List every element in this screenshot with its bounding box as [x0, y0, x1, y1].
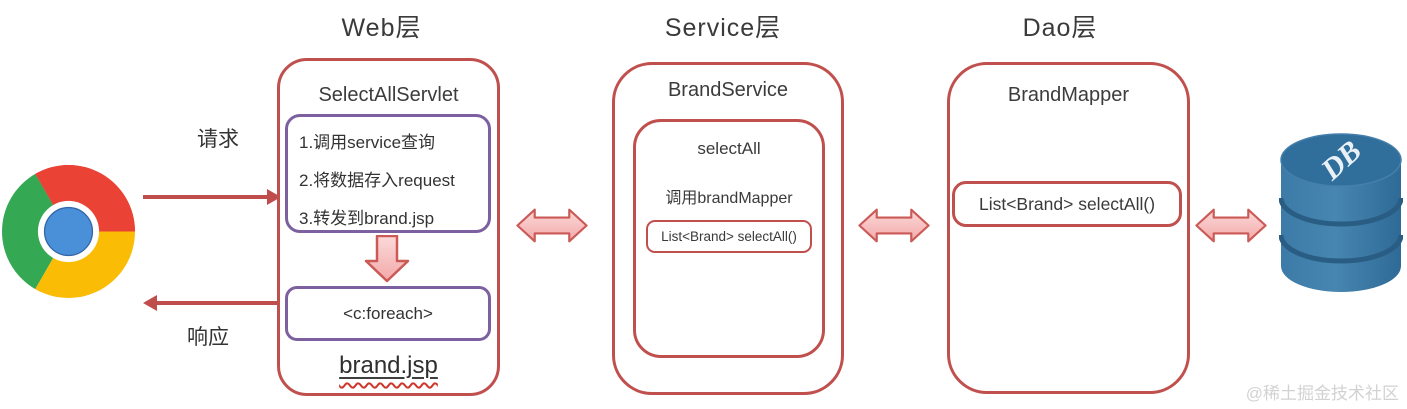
service-component-title: BrandService — [667, 79, 789, 101]
service-layer-title: Service层 — [664, 14, 782, 42]
response-arrowhead-icon — [143, 295, 157, 311]
dao-layer-box — [947, 62, 1190, 394]
chrome-browser-icon — [2, 165, 135, 298]
dao-signature-text: List<Brand> selectAll() — [978, 193, 1156, 214]
dao-db-double-arrow-icon — [1195, 203, 1267, 248]
service-signature-text: List<Brand> selectAll() — [661, 229, 797, 244]
brand-jsp-text: brand.jsp — [339, 352, 438, 379]
service-call-label: 调用brandMapper — [665, 190, 793, 207]
response-arrow-line — [155, 301, 278, 305]
web-step-2: 2.将数据存入request — [299, 171, 455, 190]
web-component-title: SelectAllServlet — [318, 84, 459, 106]
down-arrow-icon — [360, 234, 414, 283]
response-label: 响应 — [187, 326, 229, 349]
web-layer-title: Web层 — [341, 14, 422, 42]
watermark: @稀土掘金技术社区 — [1245, 384, 1399, 403]
service-method-name: selectAll — [697, 139, 761, 158]
database-cylinder-icon: DB — [1278, 132, 1404, 294]
service-signature-box: List<Brand> selectAll() — [646, 220, 812, 253]
web-step-1: 1.调用service查询 — [299, 133, 436, 152]
service-dao-double-arrow-icon — [858, 203, 930, 248]
request-label: 请求 — [197, 128, 239, 151]
foreach-label: <c:foreach> — [343, 303, 433, 323]
brand-jsp-label: brand.jsp — [287, 352, 490, 380]
web-service-double-arrow-icon — [516, 203, 588, 248]
web-step-3: 3.转发到brand.jsp — [299, 209, 435, 228]
dao-signature-box: List<Brand> selectAll() — [952, 181, 1182, 227]
web-steps-box: 1.调用service查询 2.将数据存入request 3.转发到brand.… — [285, 114, 491, 233]
foreach-box: <c:foreach> — [285, 286, 491, 341]
dao-component-title: BrandMapper — [1007, 84, 1130, 106]
request-arrow-line — [143, 195, 271, 199]
service-method-box: selectAll 调用brandMapper List<Brand> sele… — [633, 119, 825, 358]
dao-layer-title: Dao层 — [1022, 14, 1098, 42]
